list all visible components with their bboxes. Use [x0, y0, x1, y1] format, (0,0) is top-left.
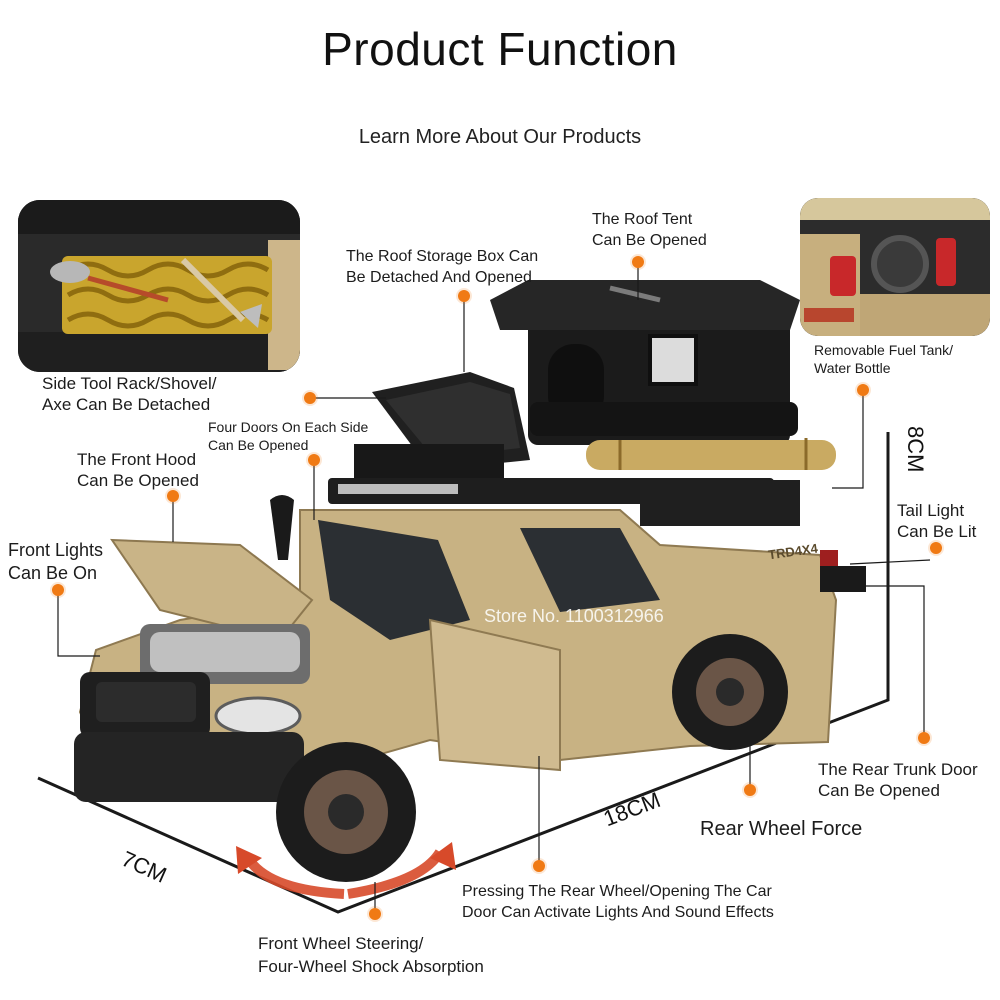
- roof-tent-line2: Can Be Opened: [592, 232, 707, 249]
- tail-light-marker[interactable]: [930, 542, 942, 554]
- page-subtitle: Learn More About Our Products: [358, 126, 642, 148]
- fuel-tank-marker[interactable]: [857, 384, 869, 396]
- roof-tent-line1: The Roof Tent: [592, 211, 693, 228]
- rear-wheel-force-label: Rear Wheel Force: [700, 818, 863, 840]
- rear-trunk-line1: The Rear Trunk Door: [818, 760, 978, 779]
- front-hood-marker[interactable]: [167, 490, 179, 502]
- front-lights-label: Front Lights Can Be On: [8, 539, 103, 585]
- roof-storage-line1: The Roof Storage Box Can: [346, 248, 539, 265]
- side-tool-line1: Side Tool Rack/Shovel/: [42, 374, 217, 393]
- pressing-line1: Pressing The Rear Wheel/Opening The Car: [462, 883, 772, 900]
- front-wheel-icon: [276, 742, 416, 882]
- tail-light-label: Tail Light Can Be Lit: [897, 500, 976, 542]
- fuel-tank-line1: Removable Fuel Tank/: [814, 342, 954, 358]
- four-doors-label: Four Doors On Each Side Can Be Opened: [208, 418, 368, 454]
- store-watermark: Store No. 1100312966: [484, 606, 664, 626]
- four-doors-line2: Can Be Opened: [208, 437, 309, 453]
- steering-arrow-icon: [236, 842, 456, 899]
- four-doors-line1: Four Doors On Each Side: [208, 419, 369, 435]
- fuel-tank-label: Removable Fuel Tank/ Water Bottle: [814, 341, 953, 377]
- front-hood-label: The Front Hood Can Be Opened: [77, 449, 199, 491]
- fuel-tank-inset-photo: [800, 198, 990, 336]
- pickup-truck-icon: [74, 495, 866, 802]
- roof-tent-marker[interactable]: [632, 256, 644, 268]
- rear-wheel-force-marker[interactable]: [744, 784, 756, 796]
- roof-storage-marker[interactable]: [458, 290, 470, 302]
- rear-trunk-label: The Rear Trunk Door Can Be Opened: [818, 759, 978, 801]
- pressing-marker[interactable]: [533, 860, 545, 872]
- roof-tent-label: The Roof Tent Can Be Opened: [592, 209, 707, 251]
- front-lights-line2: Can Be On: [8, 563, 98, 583]
- front-wheel-marker[interactable]: [369, 908, 381, 920]
- roof-tent-icon: [490, 280, 800, 445]
- front-lights-line1: Front Lights: [8, 540, 104, 560]
- tool-rack-inset-photo: [18, 200, 300, 372]
- rear-trunk-line2: Can Be Opened: [818, 781, 940, 800]
- side-tool-label: Side Tool Rack/Shovel/ Axe Can Be Detach…: [42, 373, 217, 415]
- roof-storage-label: The Roof Storage Box Can Be Detached And…: [346, 246, 538, 288]
- four-doors-marker[interactable]: [308, 454, 320, 466]
- front-wheel-label: Front Wheel Steering/ Four-Wheel Shock A…: [258, 932, 484, 978]
- rear-wheel-icon: [672, 634, 788, 750]
- dimension-height-label: 8CM: [903, 426, 928, 473]
- tail-light-line1: Tail Light: [897, 501, 965, 520]
- roof-storage-line2: Be Detached And Opened: [346, 269, 532, 286]
- front-wheel-line1: Front Wheel Steering/: [258, 934, 424, 953]
- fuel-tank-line2: Water Bottle: [814, 360, 891, 376]
- front-hood-line1: The Front Hood: [77, 450, 197, 469]
- roof-rack-icon: [328, 438, 836, 526]
- rear-trunk-marker[interactable]: [918, 732, 930, 744]
- page-title: Product Function: [322, 23, 678, 75]
- dimension-lines: [37, 432, 890, 914]
- side-tool-line2: Axe Can Be Detached: [42, 395, 211, 414]
- roof-storage-box-icon: [354, 372, 530, 494]
- pressing-label: Pressing The Rear Wheel/Opening The Car …: [462, 881, 774, 923]
- front-lights-marker[interactable]: [52, 584, 64, 596]
- pressing-line2: Door Can Activate Lights And Sound Effec…: [462, 904, 774, 921]
- front-hood-line2: Can Be Opened: [77, 471, 199, 490]
- front-wheel-line2: Four-Wheel Shock Absorption: [258, 957, 484, 976]
- side-tool-marker[interactable]: [304, 392, 316, 404]
- tail-light-line2: Can Be Lit: [897, 522, 977, 541]
- leader-lines: [57, 262, 931, 914]
